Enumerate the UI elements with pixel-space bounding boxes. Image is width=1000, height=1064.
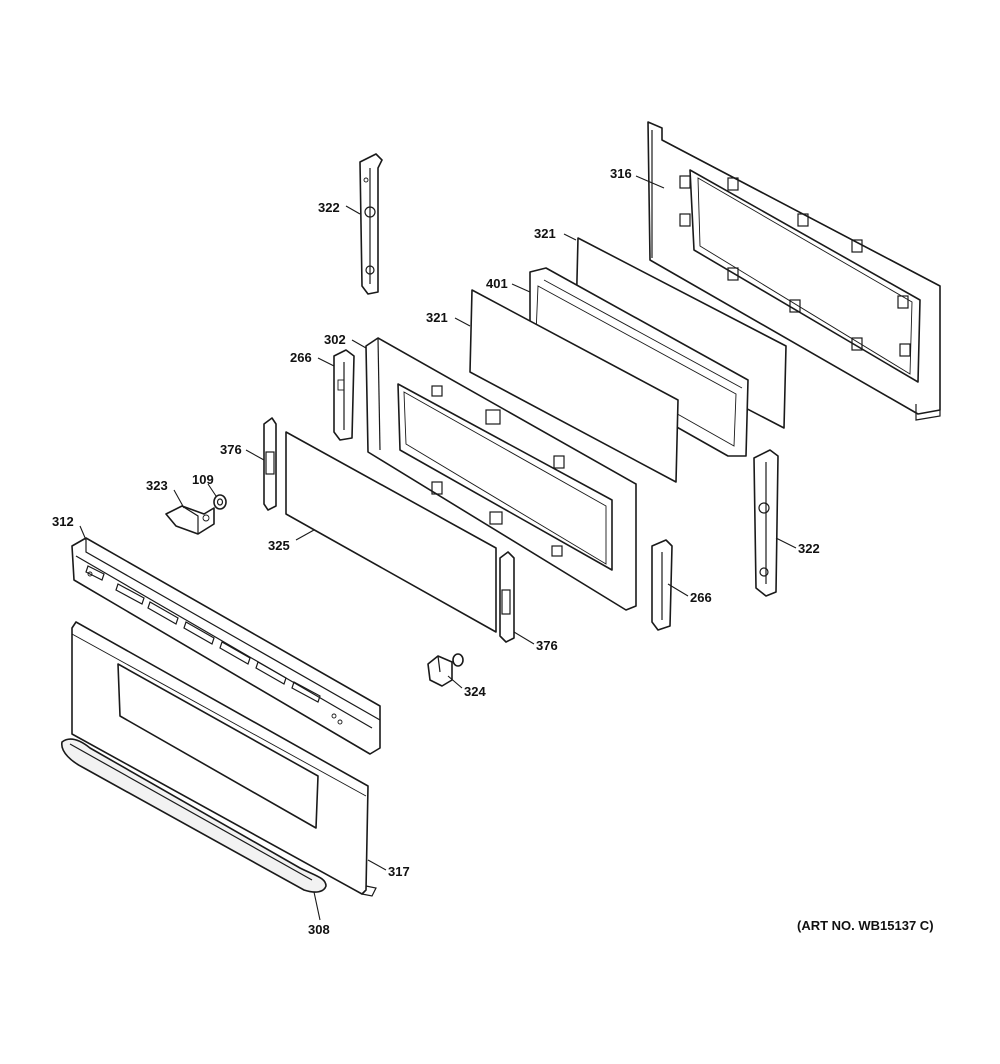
callout-376-lower: 376 xyxy=(536,638,558,653)
part-302-door-frame xyxy=(365,337,637,611)
part-325-glass xyxy=(285,431,497,633)
part-322-right-hinge xyxy=(753,449,779,597)
part-321-lower-glass xyxy=(469,289,679,483)
part-312-vent-trim xyxy=(71,537,381,755)
callout-376-upper: 376 xyxy=(220,442,242,457)
callout-317: 317 xyxy=(388,864,410,879)
callout-266-left: 266 xyxy=(290,350,312,365)
callout-321-lower: 321 xyxy=(426,310,448,325)
callout-322-left: 322 xyxy=(318,200,340,215)
callout-323: 323 xyxy=(146,478,168,493)
callout-401: 401 xyxy=(486,276,508,291)
art-number-label: (ART NO. WB15137 C) xyxy=(797,918,934,933)
part-266-left-bracket xyxy=(333,349,355,441)
part-316-inner-door-panel xyxy=(647,121,941,421)
callout-316: 316 xyxy=(610,166,632,181)
callout-266-right: 266 xyxy=(690,590,712,605)
callout-321-upper: 321 xyxy=(534,226,556,241)
part-376-upper-hinge-clip xyxy=(263,417,277,511)
part-324-latch xyxy=(427,653,464,687)
part-376-lower-hinge-clip xyxy=(499,551,515,643)
callout-labels: 316 321 401 321 322 302 266 376 323 109 … xyxy=(52,166,820,937)
callout-312: 312 xyxy=(52,514,74,529)
callout-325: 325 xyxy=(268,538,290,553)
callout-324: 324 xyxy=(464,684,486,699)
part-317-outer-door-panel xyxy=(71,621,377,897)
callout-302: 302 xyxy=(324,332,346,347)
callout-308: 308 xyxy=(308,922,330,937)
part-266-right-bracket xyxy=(651,539,673,631)
part-109-washer xyxy=(213,494,227,510)
leader-lines xyxy=(79,175,797,921)
callout-322-right: 322 xyxy=(798,541,820,556)
callout-109: 109 xyxy=(192,472,214,487)
part-308-handle xyxy=(61,738,327,893)
part-323-bracket xyxy=(165,505,215,535)
part-322-left-hinge xyxy=(359,153,383,295)
